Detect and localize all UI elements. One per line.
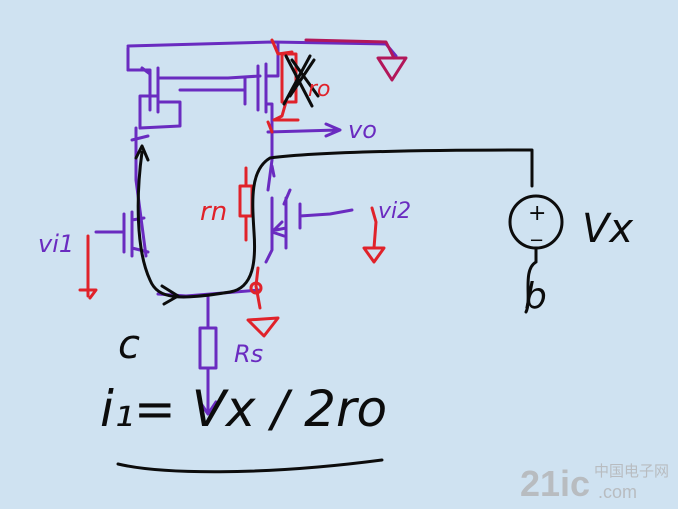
red-annotations <box>78 38 386 338</box>
vi1-label: vi1 <box>38 230 74 258</box>
loop-c-label: c <box>118 322 140 368</box>
site-watermark: 21ic 中国电子网 .com <box>520 462 669 504</box>
purple-circuit-wiring <box>94 40 398 416</box>
vx-source-label: Vx <box>582 206 633 252</box>
black-test-loop <box>134 144 564 314</box>
equation-text: i₁= Vx / 2ro <box>100 380 387 438</box>
labels: ro vo rn vi2 vi1 Rs c Vx + − b i₁= Vx / … <box>38 77 633 438</box>
rn-label: rn <box>200 197 227 227</box>
ro-top-label: ro <box>308 77 331 102</box>
equation-underline <box>116 458 384 474</box>
watermark-logo: 21ic <box>520 463 590 504</box>
watermark-subtext: 中国电子网 <box>594 462 669 480</box>
rs-label: Rs <box>234 340 263 368</box>
ro-crossout-mark <box>282 54 320 108</box>
vo-label: vo <box>348 116 377 144</box>
source-minus-sign: − <box>529 230 544 251</box>
vi2-label: vi2 <box>378 199 411 224</box>
source-b-label: b <box>524 276 547 317</box>
top-right-ground-symbol <box>304 38 408 82</box>
watermark-url: .com <box>598 482 637 502</box>
source-plus-sign: + <box>528 201 546 226</box>
